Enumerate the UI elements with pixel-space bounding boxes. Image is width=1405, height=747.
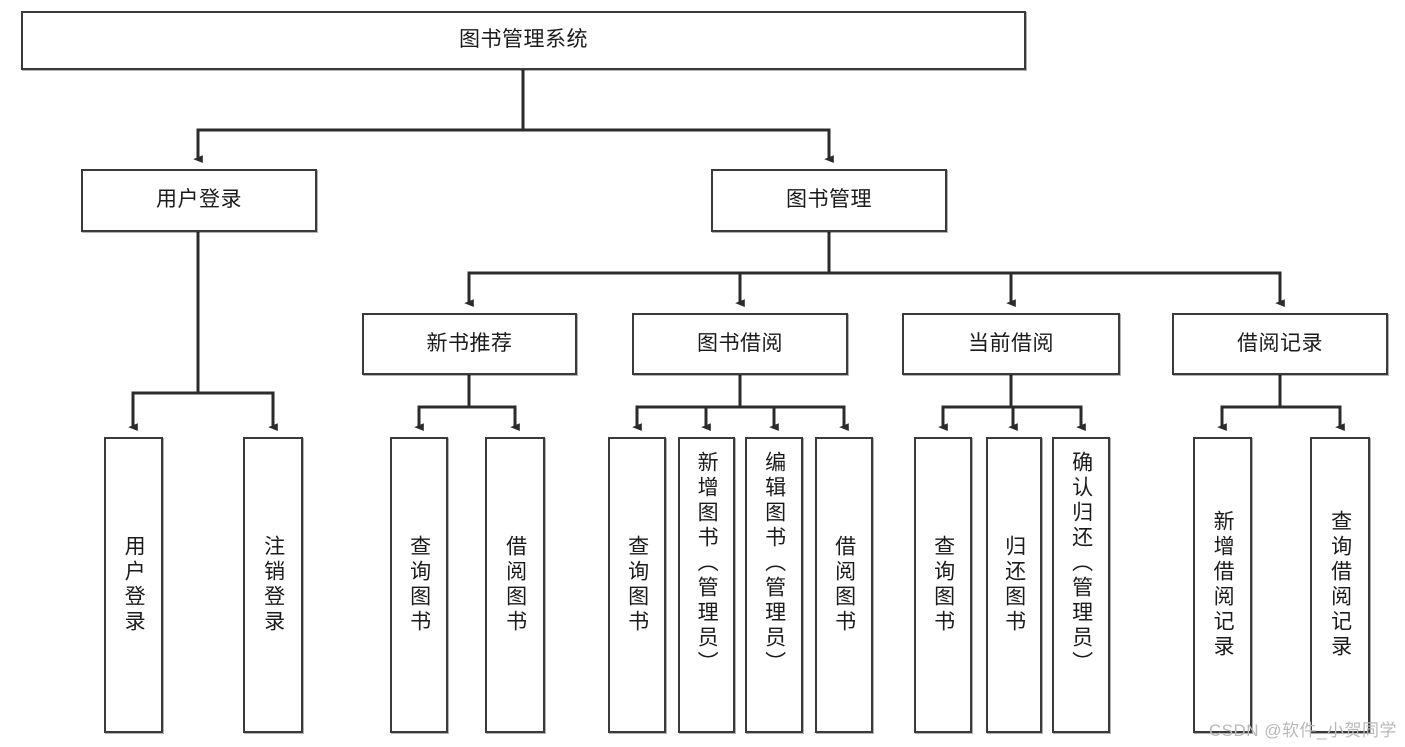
node-current-borrow[interactable]: 当前借阅 xyxy=(902,313,1120,375)
leaf-book-borrow-edit-label: 编辑图书（管理员） xyxy=(762,451,786,676)
node-root-label: 图书管理系统 xyxy=(459,28,588,52)
leaf-current-borrow-confirm[interactable]: 确认归还（管理员） xyxy=(1052,437,1110,733)
leaf-book-borrow-borrow[interactable]: 借阅图书 xyxy=(815,437,873,733)
node-book-borrow-label: 图书借阅 xyxy=(697,331,783,355)
node-user-login[interactable]: 用户登录 xyxy=(81,169,317,232)
leaf-new-books-query[interactable]: 查询图书 xyxy=(390,437,448,733)
leaf-user-login-signin[interactable]: 用户登录 xyxy=(104,437,163,733)
leaf-book-borrow-borrow-label: 借阅图书 xyxy=(832,535,856,635)
leaf-current-borrow-return[interactable]: 归还图书 xyxy=(986,437,1042,733)
node-book-borrow[interactable]: 图书借阅 xyxy=(632,313,848,375)
leaf-current-borrow-confirm-label: 确认归还（管理员） xyxy=(1069,451,1093,676)
node-book-management[interactable]: 图书管理 xyxy=(711,169,947,232)
leaf-user-login-signout-label: 注销登录 xyxy=(261,535,285,635)
node-current-borrow-label: 当前借阅 xyxy=(968,331,1054,355)
leaf-current-borrow-query[interactable]: 查询图书 xyxy=(914,437,972,733)
leaf-borrow-records-add-label: 新增借阅记录 xyxy=(1211,510,1235,660)
leaf-book-borrow-query[interactable]: 查询图书 xyxy=(608,437,666,733)
leaf-book-borrow-add[interactable]: 新增图书（管理员） xyxy=(678,437,735,733)
node-new-book-recommend[interactable]: 新书推荐 xyxy=(362,313,577,375)
leaf-new-books-borrow[interactable]: 借阅图书 xyxy=(485,437,545,733)
leaf-current-borrow-query-label: 查询图书 xyxy=(931,535,955,635)
leaf-current-borrow-return-label: 归还图书 xyxy=(1002,535,1026,635)
leaf-book-borrow-query-label: 查询图书 xyxy=(625,535,649,635)
leaf-borrow-records-query[interactable]: 查询借阅记录 xyxy=(1310,437,1370,733)
leaf-user-login-signin-label: 用户登录 xyxy=(122,535,146,635)
leaf-borrow-records-add[interactable]: 新增借阅记录 xyxy=(1193,437,1252,733)
leaf-new-books-borrow-label: 借阅图书 xyxy=(503,535,527,635)
node-borrow-records[interactable]: 借阅记录 xyxy=(1172,313,1388,375)
watermark: CSDN @软件_小贺同学 xyxy=(1208,721,1397,740)
node-book-management-label: 图书管理 xyxy=(786,188,872,212)
leaf-book-borrow-edit[interactable]: 编辑图书（管理员） xyxy=(745,437,803,733)
leaf-borrow-records-query-label: 查询借阅记录 xyxy=(1328,510,1352,660)
leaf-book-borrow-add-label: 新增图书（管理员） xyxy=(695,451,719,676)
node-new-book-recommend-label: 新书推荐 xyxy=(426,331,513,355)
leaf-new-books-query-label: 查询图书 xyxy=(407,535,431,635)
node-root[interactable]: 图书管理系统 xyxy=(21,11,1026,70)
node-borrow-records-label: 借阅记录 xyxy=(1237,331,1323,355)
node-user-login-label: 用户登录 xyxy=(156,188,242,212)
leaf-user-login-signout[interactable]: 注销登录 xyxy=(243,437,303,733)
